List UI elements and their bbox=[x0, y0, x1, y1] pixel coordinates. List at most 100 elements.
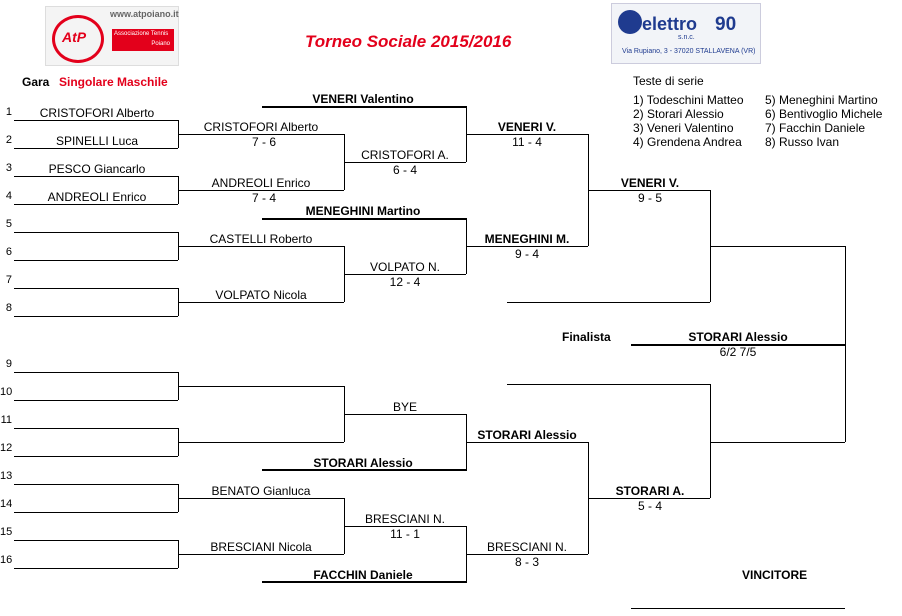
player-name: BYE bbox=[392, 400, 418, 414]
winner-line bbox=[631, 608, 845, 609]
bracket-line bbox=[588, 498, 710, 499]
bracket-line bbox=[14, 288, 178, 289]
bracket-line bbox=[262, 581, 467, 583]
seed-entry: 7) Facchin Daniele bbox=[765, 121, 866, 135]
draw-number: 14 bbox=[0, 498, 13, 510]
bracket-line bbox=[14, 400, 178, 401]
draw-number: 9 bbox=[5, 358, 12, 370]
match-score: 7 - 6 bbox=[251, 135, 277, 149]
seed-entry: 5) Meneghini Martino bbox=[765, 93, 878, 107]
bracket-line bbox=[344, 274, 466, 275]
match-score: 12 - 4 bbox=[389, 275, 421, 289]
final-score: 6/2 7/5 bbox=[719, 345, 757, 359]
match-score: 9 - 4 bbox=[514, 247, 540, 261]
bracket-line bbox=[14, 484, 178, 485]
finalista-label: Finalista bbox=[562, 330, 611, 344]
elettro-address: Via Rupiano, 3 - 37020 STALLAVENA (VR) bbox=[622, 48, 756, 55]
bracket-line bbox=[178, 442, 344, 443]
draw-number: 13 bbox=[0, 470, 13, 482]
player-name: BRESCIANI Nicola bbox=[210, 540, 312, 554]
elettro-brand: elettro bbox=[642, 14, 698, 34]
bracket-line bbox=[466, 442, 588, 443]
player-name: CRISTOFORI Alberto bbox=[39, 106, 155, 120]
gara-value: Singolare Maschile bbox=[59, 75, 168, 89]
draw-number: 3 bbox=[5, 162, 12, 174]
bracket-line bbox=[344, 526, 466, 527]
bracket-line bbox=[178, 554, 344, 555]
bracket-line bbox=[14, 204, 178, 205]
elettro-number: 90 bbox=[715, 14, 737, 35]
seeded-player: MENEGHINI Martino bbox=[305, 204, 421, 218]
draw-number: 2 bbox=[5, 134, 12, 146]
bracket-line bbox=[507, 384, 710, 385]
bracket-line bbox=[262, 106, 467, 108]
draw-number: 5 bbox=[5, 218, 12, 230]
bracket-line bbox=[14, 456, 178, 457]
seed-entry: 3) Veneri Valentino bbox=[633, 121, 734, 135]
bracket-line bbox=[14, 120, 178, 121]
draw-number: 15 bbox=[0, 526, 13, 538]
player-name: CRISTOFORI Alberto bbox=[203, 120, 319, 134]
match-score: 11 - 4 bbox=[512, 135, 542, 149]
seeded-player: STORARI Alessio bbox=[313, 456, 413, 470]
seed-entry: 2) Storari Alessio bbox=[633, 107, 724, 121]
player-name: MENEGHINI M. bbox=[484, 232, 570, 246]
bracket-line bbox=[710, 442, 845, 443]
draw-number: 16 bbox=[0, 554, 13, 566]
draw-number: 4 bbox=[5, 190, 12, 202]
player-name: VENERI V. bbox=[620, 176, 680, 190]
player-name: SPINELLI Luca bbox=[55, 134, 139, 148]
bracket-line bbox=[507, 302, 710, 303]
draw-number: 11 bbox=[0, 414, 12, 426]
bracket-line bbox=[14, 260, 178, 261]
player-name: ANDREOLI Enrico bbox=[211, 176, 311, 190]
elettro-sun-icon bbox=[618, 10, 642, 34]
seeded-player: FACCHIN Daniele bbox=[313, 568, 413, 582]
seeds-title: Teste di serie bbox=[633, 74, 704, 88]
draw-number: 6 bbox=[5, 246, 12, 258]
match-score: 9 - 5 bbox=[637, 191, 663, 205]
bracket-line bbox=[14, 232, 178, 233]
bracket-line bbox=[710, 246, 845, 247]
atp-poiano-logo: AtP www.atpoiano.it Associazione Tennis … bbox=[45, 6, 179, 66]
bracket-line bbox=[344, 162, 466, 163]
elettro-suffix: s.n.c. bbox=[678, 34, 695, 41]
seeded-player: VENERI Valentino bbox=[312, 92, 414, 106]
draw-number: 10 bbox=[0, 386, 13, 398]
match-score: 6 - 4 bbox=[392, 163, 418, 177]
bracket-line bbox=[178, 498, 344, 499]
player-name: ANDREOLI Enrico bbox=[47, 190, 147, 204]
match-score: 11 - 1 bbox=[390, 527, 420, 541]
atp-banner: Associazione Tennis Poiano bbox=[112, 29, 174, 51]
player-name: STORARI Alessio bbox=[477, 428, 577, 442]
player-name: BRESCIANI N. bbox=[364, 512, 446, 526]
winner-label: VINCITORE bbox=[742, 568, 808, 582]
player-name: BRESCIANI N. bbox=[486, 540, 568, 554]
bracket-line bbox=[178, 246, 344, 247]
match-score: 5 - 4 bbox=[637, 499, 663, 513]
draw-number: 12 bbox=[0, 442, 13, 454]
bracket-line bbox=[466, 554, 588, 555]
bracket-line bbox=[14, 316, 178, 317]
atp-circle-icon bbox=[52, 15, 104, 63]
bracket-line bbox=[178, 134, 344, 135]
player-name: STORARI A. bbox=[615, 484, 685, 498]
bracket-line bbox=[14, 512, 178, 513]
seed-entry: 4) Grendena Andrea bbox=[633, 135, 742, 149]
page-title: Torneo Sociale 2015/2016 bbox=[305, 32, 512, 51]
seed-entry: 1) Todeschini Matteo bbox=[633, 93, 744, 107]
bracket-line bbox=[14, 372, 178, 373]
bracket-line bbox=[14, 568, 178, 569]
gara-label: Gara bbox=[22, 75, 50, 89]
player-name: BENATO Gianluca bbox=[211, 484, 311, 498]
match-score: 7 - 4 bbox=[251, 191, 277, 205]
bracket-line bbox=[466, 246, 588, 247]
draw-number: 1 bbox=[5, 106, 12, 118]
elettro-90-logo: elettro s.n.c. 90 Via Rupiano, 3 - 37020… bbox=[611, 3, 761, 64]
player-name: PESCO Giancarlo bbox=[48, 162, 146, 176]
atp-url: www.atpoiano.it bbox=[110, 9, 179, 19]
bracket-connector bbox=[845, 246, 846, 442]
seed-entry: 6) Bentivoglio Michele bbox=[765, 107, 883, 121]
bracket-line bbox=[631, 344, 845, 346]
player-name: VENERI V. bbox=[497, 120, 557, 134]
